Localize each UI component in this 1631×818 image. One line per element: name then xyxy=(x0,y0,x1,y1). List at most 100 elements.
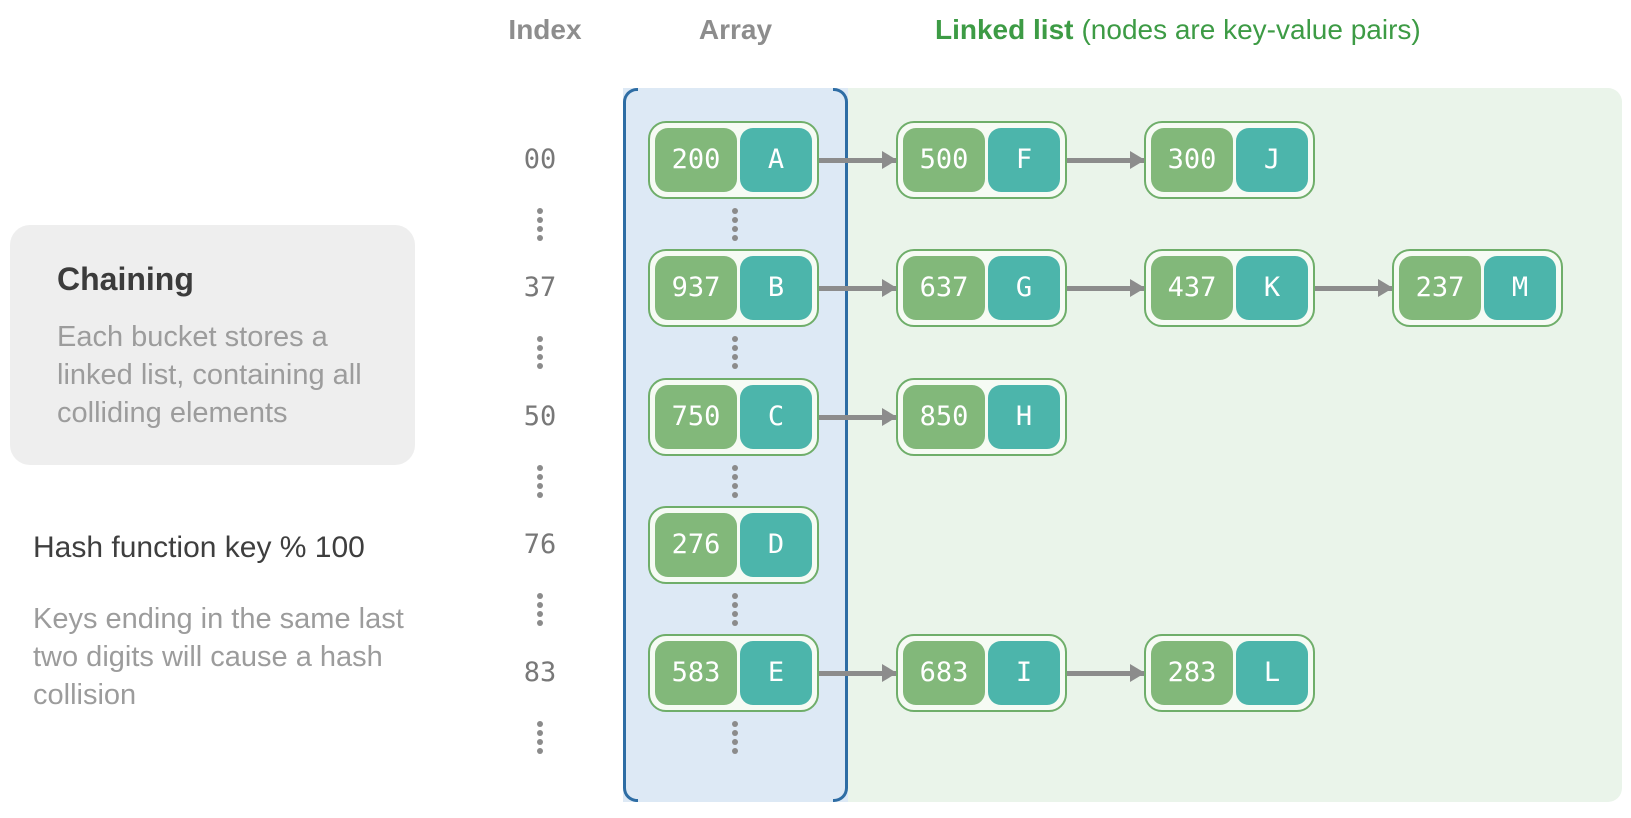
ellipsis-dot xyxy=(732,345,738,351)
card-body: Each bucket stores a linked list, contai… xyxy=(57,321,362,429)
ellipsis-dot xyxy=(732,354,738,360)
array-left-bracket xyxy=(623,88,638,802)
linked-list-label: Linked list xyxy=(935,14,1074,45)
node-value: J xyxy=(1236,128,1308,192)
array-ellipsis-dots xyxy=(731,208,739,241)
bucket-index: 76 xyxy=(523,529,557,560)
ellipsis-dot xyxy=(732,217,738,223)
node-value: E xyxy=(740,641,812,705)
node-value: K xyxy=(1236,256,1308,320)
hash-function-label: Hash function key % 100 xyxy=(33,531,365,564)
ellipsis-dot xyxy=(732,593,738,599)
ellipsis-dot xyxy=(537,217,543,223)
next-pointer-arrow xyxy=(1067,150,1145,169)
ellipsis-dot xyxy=(732,748,738,754)
node-key: 750 xyxy=(655,385,737,449)
ellipsis-dot xyxy=(732,483,738,489)
ellipsis-dot xyxy=(732,611,738,617)
chaining-info-card: Chaining Each bucket stores a linked lis… xyxy=(10,225,415,465)
node-value: M xyxy=(1484,256,1556,320)
bucket-index: 50 xyxy=(523,401,557,432)
ellipsis-dot xyxy=(537,363,543,369)
node-value: B xyxy=(740,256,812,320)
index-column-header: Index xyxy=(508,14,582,45)
ellipsis-dot xyxy=(537,602,543,608)
ellipsis-dot xyxy=(537,620,543,626)
array-ellipsis-dots xyxy=(731,336,739,369)
node-key: 300 xyxy=(1151,128,1233,192)
index-ellipsis-dots xyxy=(536,593,544,626)
ellipsis-dot xyxy=(537,235,543,241)
node-value: I xyxy=(988,641,1060,705)
ellipsis-dot xyxy=(537,465,543,471)
next-pointer-arrow xyxy=(819,278,897,297)
linked-list-column-header: Linked list(nodes are key-value pairs) xyxy=(935,14,1421,46)
index-ellipsis-dots xyxy=(536,208,544,241)
ellipsis-dot xyxy=(732,730,738,736)
ellipsis-dot xyxy=(732,602,738,608)
ellipsis-dot xyxy=(537,593,543,599)
node-key: 437 xyxy=(1151,256,1233,320)
ellipsis-dot xyxy=(537,483,543,489)
ellipsis-dot xyxy=(537,354,543,360)
bucket-index: 83 xyxy=(523,657,557,688)
array-ellipsis-dots xyxy=(731,721,739,754)
ellipsis-dot xyxy=(537,721,543,727)
ellipsis-dot xyxy=(537,611,543,617)
ellipsis-dot xyxy=(537,336,543,342)
ellipsis-dot xyxy=(732,739,738,745)
ellipsis-dot xyxy=(732,226,738,232)
ellipsis-dot xyxy=(732,465,738,471)
node-value: L xyxy=(1236,641,1308,705)
ellipsis-dot xyxy=(732,336,738,342)
index-ellipsis-dots xyxy=(536,465,544,498)
hash-collision-note: Keys ending in the same last two digits … xyxy=(33,603,404,711)
ellipsis-dot xyxy=(537,226,543,232)
next-pointer-arrow xyxy=(819,150,897,169)
index-ellipsis-dots xyxy=(536,336,544,369)
ellipsis-dot xyxy=(537,208,543,214)
next-pointer-arrow xyxy=(819,407,897,426)
next-pointer-arrow xyxy=(819,663,897,682)
node-key: 850 xyxy=(903,385,985,449)
ellipsis-dot xyxy=(732,363,738,369)
node-key: 276 xyxy=(655,513,737,577)
linked-list-note: (nodes are key-value pairs) xyxy=(1081,14,1421,45)
node-value: D xyxy=(740,513,812,577)
node-value: C xyxy=(740,385,812,449)
node-value: G xyxy=(988,256,1060,320)
array-column-header: Array xyxy=(698,14,773,45)
ellipsis-dot xyxy=(537,739,543,745)
node-key: 500 xyxy=(903,128,985,192)
node-key: 683 xyxy=(903,641,985,705)
card-title: Chaining xyxy=(57,261,194,297)
next-pointer-arrow xyxy=(1315,278,1393,297)
array-ellipsis-dots xyxy=(731,465,739,498)
node-value: F xyxy=(988,128,1060,192)
node-key: 200 xyxy=(655,128,737,192)
ellipsis-dot xyxy=(732,208,738,214)
node-value: H xyxy=(988,385,1060,449)
ellipsis-dot xyxy=(537,345,543,351)
node-key: 237 xyxy=(1399,256,1481,320)
ellipsis-dot xyxy=(732,620,738,626)
ellipsis-dot xyxy=(537,492,543,498)
ellipsis-dot xyxy=(732,235,738,241)
